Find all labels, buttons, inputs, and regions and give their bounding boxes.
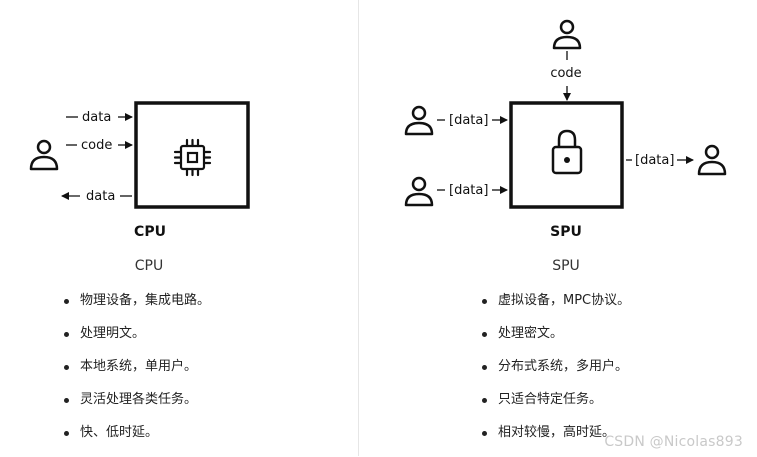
spu-data-out-label: [data] xyxy=(635,153,674,168)
list-item: 处理明文。 xyxy=(62,325,210,358)
cpu-user-icon xyxy=(29,139,59,171)
spu-box xyxy=(509,101,624,209)
list-item: 相对较慢，高时延。 xyxy=(480,424,630,457)
spu-user-icon-2 xyxy=(404,176,434,207)
spu-top-user-icon xyxy=(552,19,582,50)
list-item: 快、低时延。 xyxy=(62,424,210,457)
cpu-box-label: CPU xyxy=(134,224,166,240)
spu-feature-list: 虚拟设备，MPC协议。 处理密文。 分布式系统，多用户。 只适合特定任务。 相对… xyxy=(480,292,630,457)
spu-code-in-label: code xyxy=(550,66,581,81)
spu-title: SPU xyxy=(552,258,580,274)
cpu-data-out-label: data xyxy=(86,189,115,204)
spu-data-in-label-1: [data] xyxy=(449,113,488,128)
cpu-feature-list: 物理设备，集成电路。 处理明文。 本地系统，单用户。 灵活处理各类任务。 快、低… xyxy=(62,292,210,457)
spu-output-user-icon xyxy=(697,144,727,176)
column-divider xyxy=(358,0,359,456)
spu-box-label: SPU xyxy=(550,224,582,240)
list-item: 处理密文。 xyxy=(480,325,630,358)
list-item: 分布式系统，多用户。 xyxy=(480,358,630,391)
list-item: 本地系统，单用户。 xyxy=(62,358,210,391)
lock-icon xyxy=(551,129,583,175)
cpu-code-in-label: code xyxy=(81,138,112,153)
list-item: 物理设备，集成电路。 xyxy=(62,292,210,325)
spu-data-in-label-2: [data] xyxy=(449,183,488,198)
list-item: 只适合特定任务。 xyxy=(480,391,630,424)
list-item: 灵活处理各类任务。 xyxy=(62,391,210,424)
list-item: 虚拟设备，MPC协议。 xyxy=(480,292,630,325)
chip-icon xyxy=(173,138,212,177)
cpu-box xyxy=(134,101,250,209)
watermark: CSDN @Nicolas893 xyxy=(604,434,743,450)
spu-user-icon-1 xyxy=(404,105,434,136)
cpu-data-in-label: data xyxy=(82,110,111,125)
cpu-title: CPU xyxy=(134,258,164,274)
